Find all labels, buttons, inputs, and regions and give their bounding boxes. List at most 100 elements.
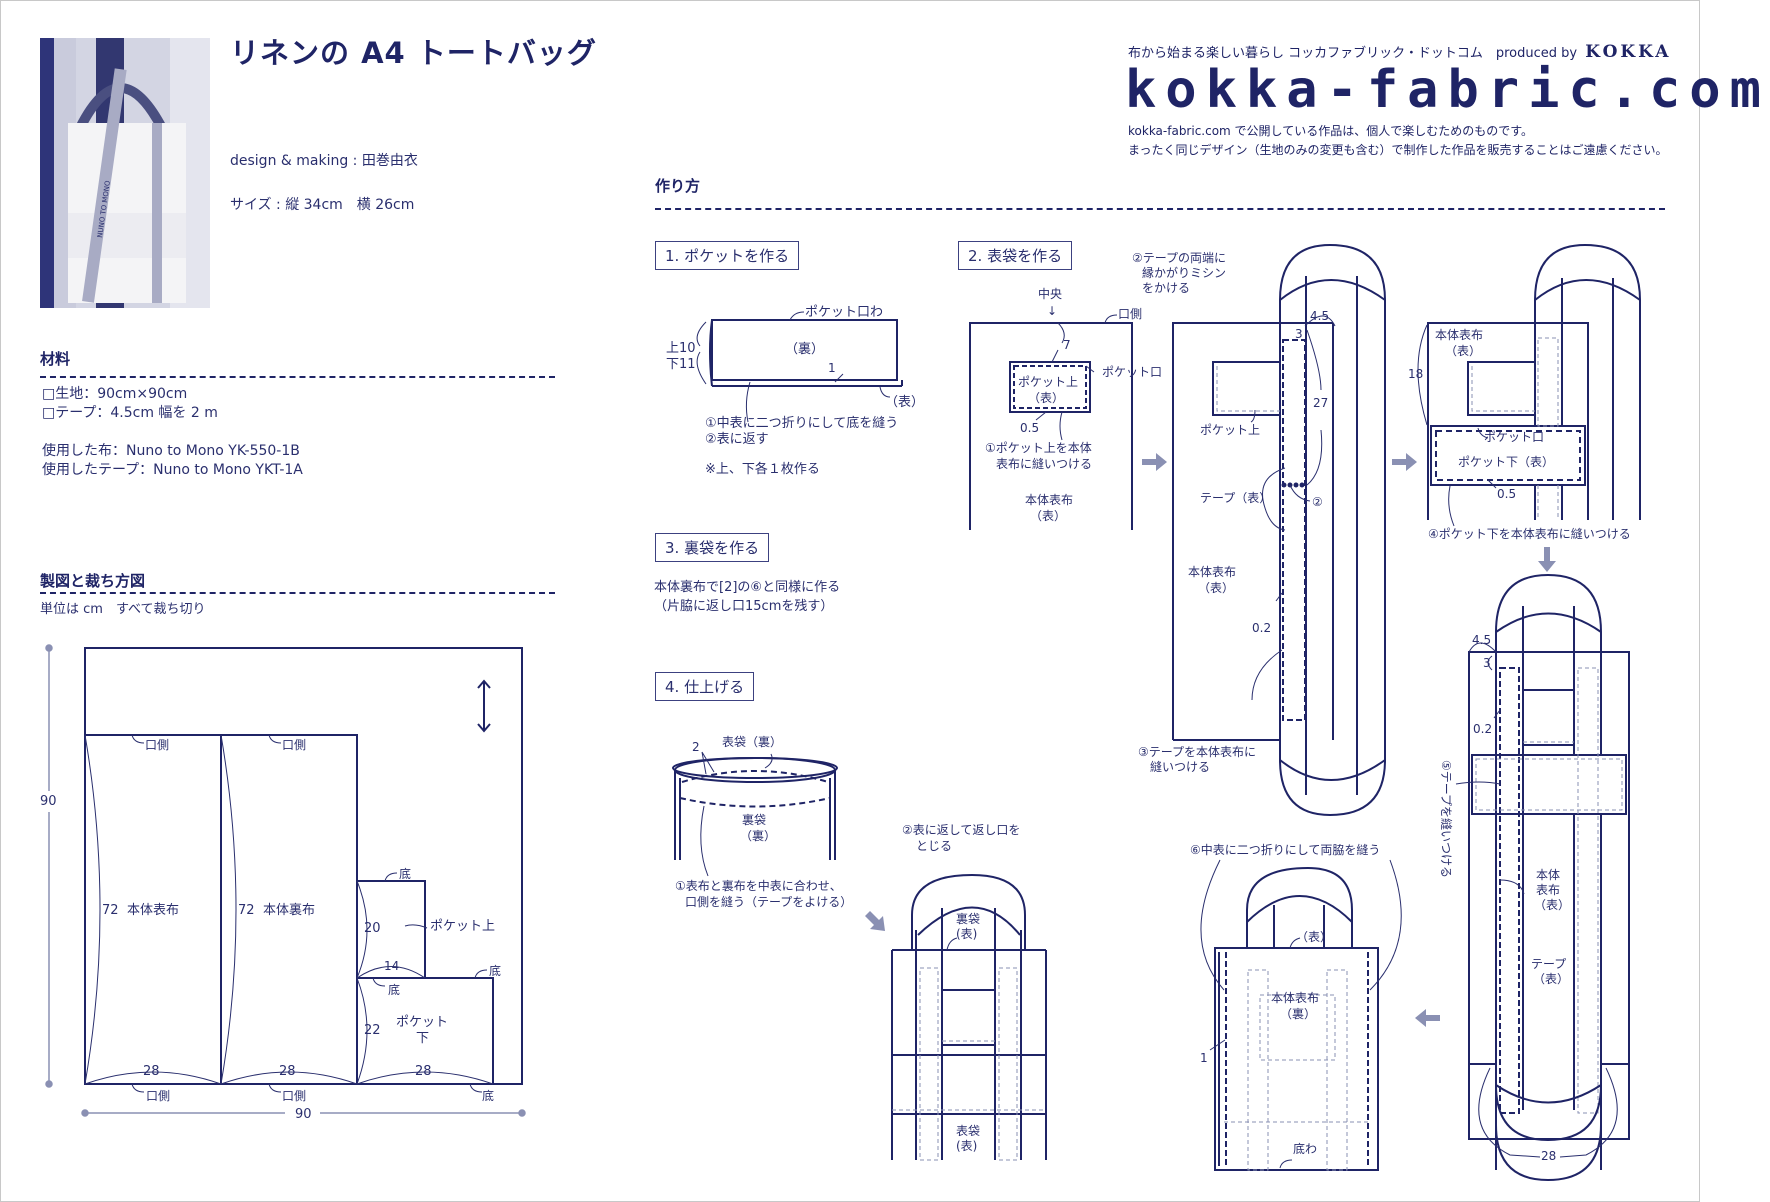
- site-logo[interactable]: kokka-fabric.com: [1125, 60, 1770, 120]
- step-3-note-1: 本体裏布で[2]の⑥と同様に作る: [654, 580, 841, 595]
- piece-height: 72: [102, 903, 119, 918]
- diagram-path: [1250, 409, 1256, 423]
- diagram-path: [1209, 1039, 1226, 1051]
- mark-2: ②: [1312, 495, 1323, 509]
- step-2-diagram-e: ⑥中表に二つ折りにして両脇を縫う （表） 本体表布 （裏） 1 底わ: [1190, 842, 1402, 1171]
- bottom-fold-label: 底わ: [1293, 1141, 1317, 1156]
- dim-2: 2: [692, 740, 700, 754]
- diagram-g: [1224, 969, 1370, 1171]
- dim-arc-28c: [356, 1071, 494, 1085]
- diagram-rect: [40, 38, 54, 308]
- cutting-layout: 90 90 72 本体表布 72 本体裏布 口側 口側 口側 口側 28 28 …: [40, 644, 526, 1122]
- diagram-g: [946, 937, 958, 951]
- diagram-rect: [82, 68, 127, 303]
- diagram-g: [891, 873, 1047, 1160]
- body-label-2: 表布: [1536, 883, 1560, 897]
- diagram-path: [834, 373, 844, 383]
- diagram-path: [789, 311, 805, 321]
- cutting-note: 単位は cm すべて裁ち切り: [40, 602, 206, 617]
- diagram-g: [84, 647, 523, 1085]
- step-1-note-1: ①中表に二つ折りにして底を縫う: [705, 415, 898, 431]
- diagram-path: [1279, 1159, 1293, 1169]
- diagram-circle: [45, 644, 53, 652]
- diagram-path: [1392, 453, 1417, 471]
- diagram-path: [474, 969, 488, 979]
- piece-edge-label: 底: [489, 963, 501, 978]
- dim-arc-20: [356, 880, 368, 979]
- piece-height: 20: [364, 921, 381, 936]
- face-front-label: （表）: [1296, 930, 1332, 944]
- diagram-g: [1035, 314, 1118, 441]
- dim-0-2: 0.2: [1473, 722, 1492, 736]
- lining-label-1: 裏袋: [742, 812, 766, 827]
- step-4-label: 4. 仕上げる: [655, 672, 755, 701]
- diagram-path: [679, 797, 831, 808]
- pocket-edge-label: ポケット口わ: [805, 305, 883, 320]
- diagram-path: [131, 734, 145, 744]
- wrong-side-label: （裏）: [785, 342, 824, 357]
- dim-0-5: 0.5: [1497, 487, 1516, 501]
- diagram-g: [672, 757, 838, 860]
- diagram-circle: [45, 1080, 53, 1088]
- dim-1: 1: [1200, 1051, 1208, 1065]
- materials-divider: [40, 376, 555, 378]
- dim-27: 27: [1313, 396, 1328, 410]
- diagram-path: [911, 873, 1026, 950]
- diagram-rect: [1013, 365, 1087, 409]
- diagram-path: [1487, 479, 1497, 489]
- diagram-path: [1035, 411, 1047, 421]
- center-label: 中央: [1038, 286, 1062, 301]
- piece-height: 22: [364, 1023, 381, 1038]
- diagram-g: [1468, 880, 1630, 1142]
- diagram-circle: [518, 1109, 526, 1117]
- diagram-path: [1417, 324, 1428, 426]
- diagram-circle: [1293, 482, 1299, 488]
- dim-arc-72a: [84, 734, 101, 1085]
- piece-edge-label: 底: [482, 1088, 494, 1103]
- step-3-note-2: （片脇に返し口15cmを残す）: [654, 599, 834, 614]
- dim-0-2: 0.2: [1252, 621, 1271, 635]
- diagram-path: [372, 977, 386, 987]
- diagram-path: [1059, 411, 1063, 441]
- diagram-path: [477, 723, 491, 733]
- arrow-down-right-icon: [865, 911, 885, 931]
- outer-front-label-2: (表): [956, 1139, 977, 1153]
- piece-width: 28: [279, 1064, 296, 1079]
- designer-credit: design & making : 田巻由衣: [230, 153, 418, 169]
- diagram-g: [1281, 482, 1305, 488]
- dim-4-5: 4.5: [1472, 633, 1491, 647]
- diagram-path: [1448, 485, 1455, 527]
- diagram-rect: [1009, 361, 1091, 413]
- diagram-rect: [152, 123, 162, 303]
- dim-bottom: 下11: [666, 357, 696, 372]
- diagram-path: [1051, 322, 1065, 363]
- diagram-rect: [1499, 667, 1520, 1114]
- diagram-path: [1289, 937, 1301, 949]
- diagram-circle: [1299, 482, 1305, 488]
- diagram-path: [865, 911, 885, 931]
- diagram-g: [1214, 866, 1379, 1171]
- piece-edge-label: 底: [388, 982, 400, 997]
- diagram-rect: [1326, 969, 1348, 1171]
- step-2-note-3b: 縫いつける: [1150, 759, 1210, 774]
- diagram-rect: [1435, 430, 1581, 481]
- diagram-rect: [1471, 754, 1627, 815]
- dim-arc-22: [356, 977, 368, 1085]
- arrow-right-icon: [1392, 453, 1417, 471]
- diagram-g: [1475, 667, 1623, 1114]
- diagram-path: [681, 770, 829, 783]
- piece-name: 本体裏布: [263, 903, 315, 918]
- material-item: □テープ：4.5cm 幅を 2 m: [42, 405, 218, 421]
- dim-3: 3: [1295, 327, 1303, 341]
- diagram-path: [1216, 366, 1280, 412]
- dim-arc-28b: [220, 1071, 358, 1085]
- materials-list: □生地：90cm×90cm □テープ：4.5cm 幅を 2 m 使用した布：Nu…: [42, 385, 303, 480]
- diagram-path: [1214, 947, 1379, 1171]
- outer-front-label-1: 表袋: [956, 1124, 980, 1138]
- step-2-diagram-d-bottom: 28 テープ （表）: [1468, 880, 1630, 1163]
- step-4-note-1a: ①表布と裏布を中表に合わせ、: [675, 878, 842, 893]
- used-fabric: 使用した布：Nuno to Mono YK-550-1B: [42, 443, 300, 459]
- diagram-g: [1495, 755, 1524, 814]
- diagram-path: [469, 1083, 483, 1093]
- dim-arc-14: [356, 966, 426, 979]
